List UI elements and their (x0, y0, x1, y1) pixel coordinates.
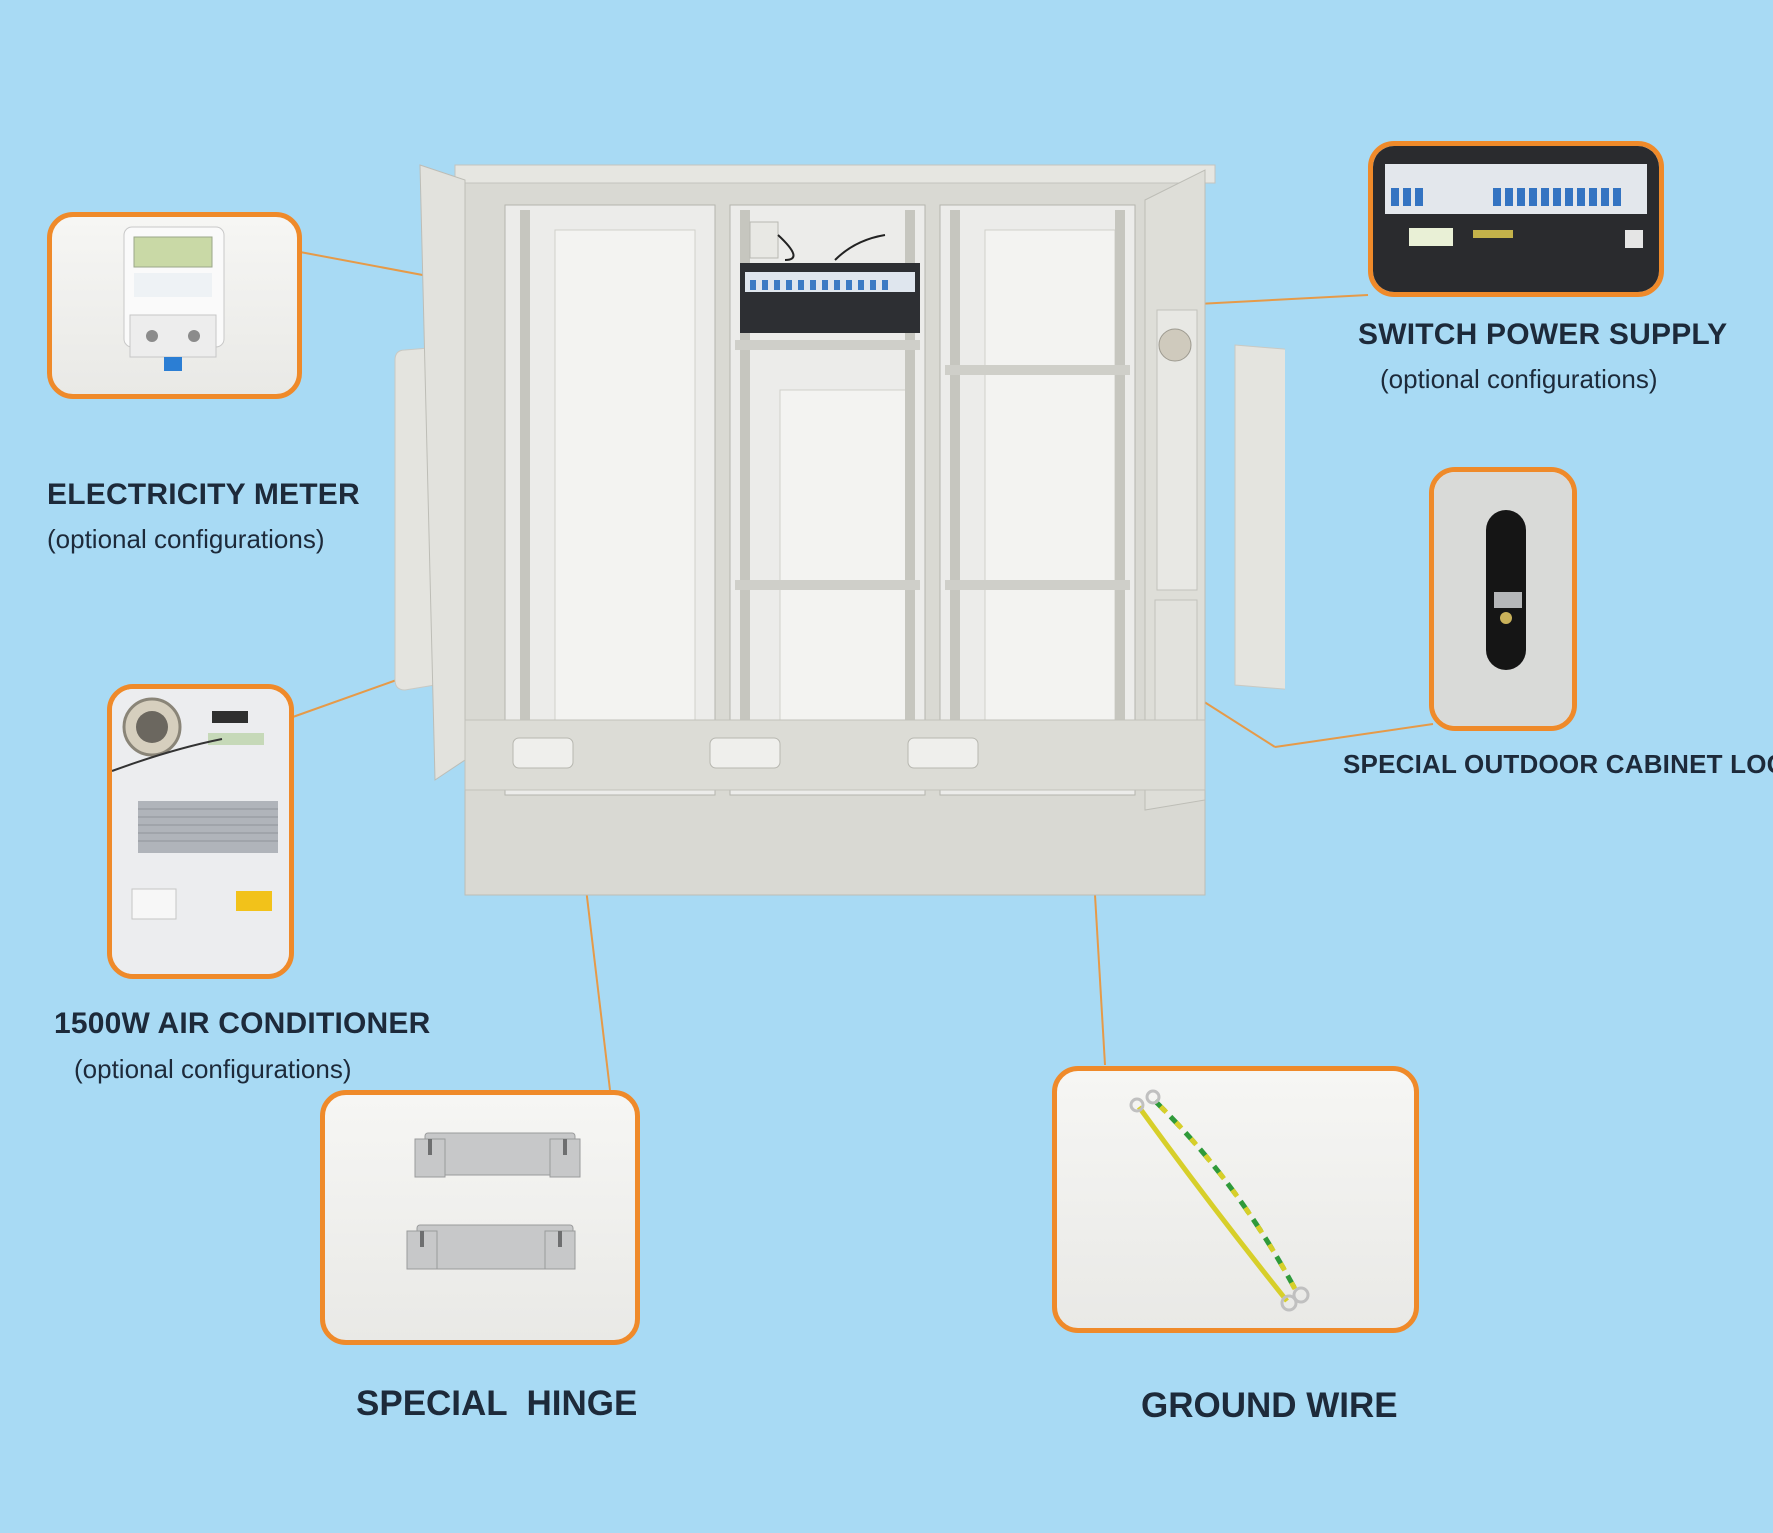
leader-ground-wire (1094, 894, 1106, 1066)
ground-wire-title: GROUND WIRE (1141, 1386, 1398, 1425)
lock-icon (1434, 472, 1572, 726)
switch-power-supply-title: SWITCH POWER SUPPLY (1358, 318, 1728, 351)
hinge-icon (406, 1132, 581, 1270)
cabinet-right-flap (1234, 344, 1285, 690)
electricity-meter-title: ELECTRICITY METER (47, 478, 360, 511)
ground-wire-photo (1052, 1066, 1419, 1333)
switch-power-supply-photo (1368, 141, 1664, 297)
air-conditioner-subtitle: (optional configurations) (74, 1054, 352, 1084)
air-conditioner-icon (112, 689, 289, 974)
switch-power-supply-subtitle: (optional configurations) (1380, 364, 1658, 394)
special-hinge-title: SPECIAL HINGE (356, 1384, 638, 1423)
outdoor-cabinet-image (394, 164, 1285, 896)
cabinet-base (464, 719, 1206, 791)
leader-cabinet-lock (1274, 723, 1434, 748)
leader-air-conditioner (289, 676, 406, 719)
special-hinge-photo (320, 1090, 640, 1345)
cabinet-top (454, 164, 1216, 184)
cabinet-lock-title: SPECIAL OUTDOOR CABINET LOCK (1343, 749, 1773, 779)
power-supply-icon (1373, 146, 1659, 292)
electricity-meter-icon (123, 226, 225, 371)
air-conditioner-photo (107, 684, 294, 979)
leader-special-hinge (584, 879, 611, 1091)
ground-wire-icon (1129, 1089, 1310, 1312)
electricity-meter-photo (47, 212, 302, 399)
air-conditioner-title: 1500W AIR CONDITIONER (54, 1007, 431, 1040)
electricity-meter-subtitle: (optional configurations) (47, 524, 325, 554)
cabinet-lock-photo (1429, 467, 1577, 731)
